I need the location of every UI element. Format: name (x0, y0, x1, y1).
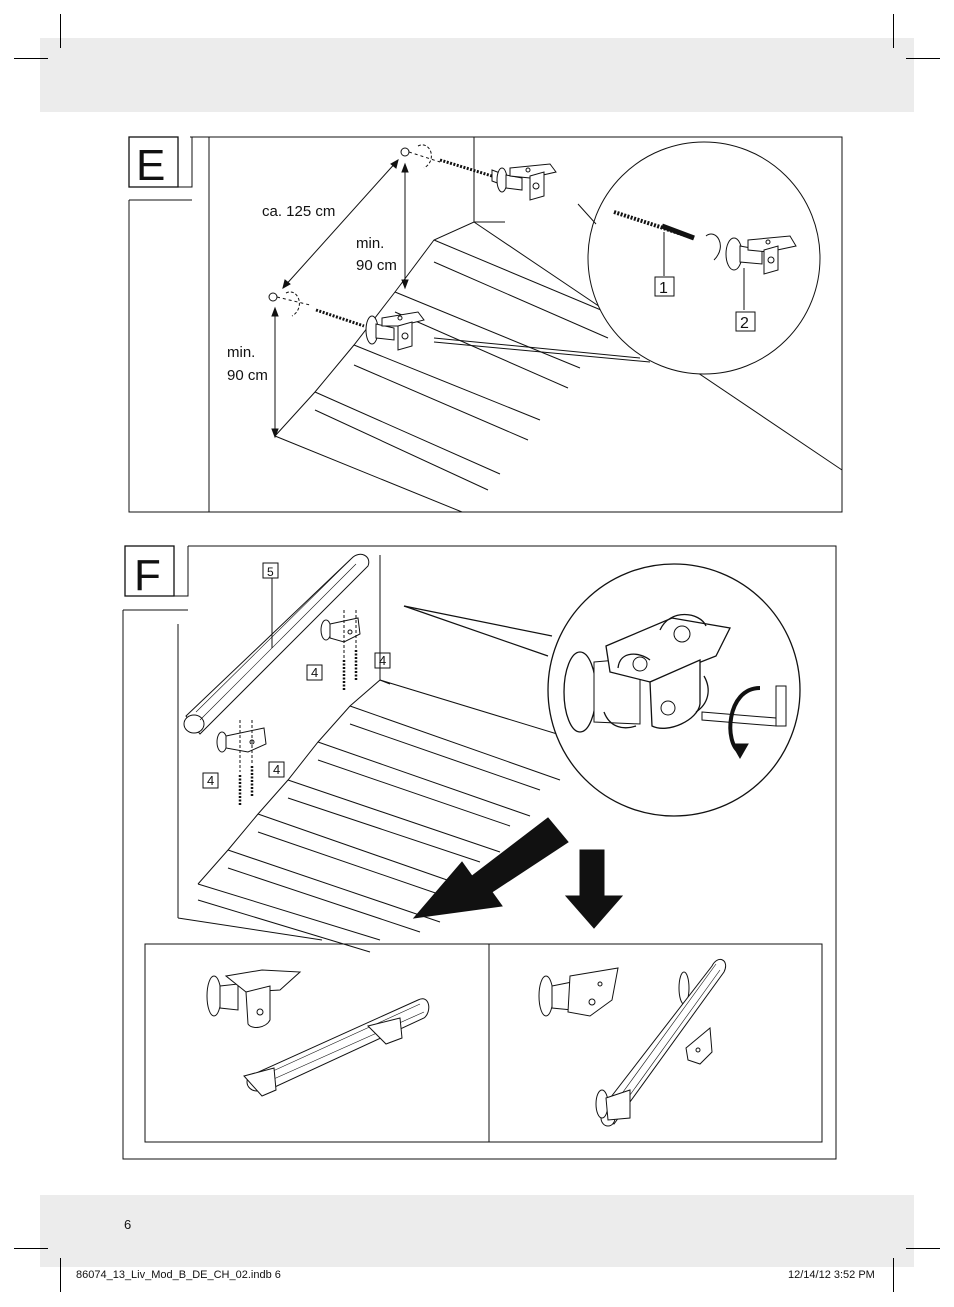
callout-1-label: 1 (659, 280, 668, 297)
rotation-arrow (659, 614, 707, 631)
big-arrow-down (564, 849, 624, 929)
callout-box-5 (262, 562, 279, 579)
rotation-arrow (417, 144, 432, 169)
callout-box-1 (654, 276, 675, 297)
crop-mark (893, 1258, 894, 1292)
panel-e-letter-shadow (178, 137, 193, 188)
panel-e-letter: E (136, 141, 165, 190)
panel-f-letter-shadow (174, 546, 189, 597)
dim-upper-label-line2: 90 cm (356, 257, 397, 274)
callout-2-label: 2 (740, 315, 749, 332)
crop-mark (60, 14, 61, 48)
detail-rotation-arrow (705, 233, 721, 261)
drill-hole-lower (268, 292, 278, 302)
dim-lower-label-line1: min. (227, 344, 255, 361)
callout-4d-label: 4 (273, 762, 280, 777)
big-arrow-diagonal (412, 817, 569, 919)
callout-box-4b (374, 652, 391, 669)
callout-box-4d (268, 761, 285, 778)
bracket-upper (496, 163, 557, 201)
crop-mark (14, 58, 48, 59)
callout-box-2 (735, 311, 756, 332)
dim-diagonal (282, 159, 399, 289)
callout-box-4c (202, 772, 219, 789)
crop-mark (60, 1258, 61, 1292)
detail-circle-e (433, 141, 821, 375)
result-box (144, 943, 823, 1143)
panel-e (128, 136, 843, 513)
rotation-arrow (285, 291, 300, 317)
callout-5-label: 5 (267, 565, 274, 579)
crop-mark (893, 14, 894, 48)
panel-f-letter: F (134, 551, 161, 600)
callout-4b-label: 4 (379, 653, 386, 668)
result-left (206, 969, 430, 1097)
footer-band (40, 1195, 914, 1267)
panel-e-frame (128, 136, 843, 513)
detail-circle-f (403, 563, 801, 817)
callout-4c-label: 4 (207, 773, 214, 788)
rotation-arrow (603, 711, 637, 729)
crop-mark (14, 1248, 48, 1249)
header-band (40, 38, 914, 112)
staircase-f (177, 555, 591, 953)
bracket-lower (365, 311, 425, 351)
rotation-arrow (617, 653, 651, 669)
callout-4a-label: 4 (311, 665, 318, 680)
dimension-lines (271, 158, 409, 439)
dim-upper-label-line1: min. (356, 235, 384, 252)
detail-bracket-plate (563, 651, 597, 733)
page-number: 6 (124, 1217, 132, 1232)
panel-e-letter-box (128, 136, 179, 188)
handrail-wood (183, 553, 370, 735)
panel-f-frame (122, 545, 837, 1160)
dim-lower-label-line2: 90 cm (227, 367, 268, 384)
slug-date: 12/14/12 3:52 PM (788, 1269, 875, 1281)
crop-mark (906, 58, 940, 59)
rotation-arrow (695, 675, 709, 713)
drill-hole-upper (400, 147, 410, 157)
panel-f-letter-box (124, 545, 175, 597)
screw-lower (315, 308, 365, 328)
bracket-f-lower (216, 727, 267, 753)
callout-box-4a (306, 664, 323, 681)
screw-upper (439, 158, 501, 185)
result-right (538, 958, 726, 1127)
panel-f (122, 545, 837, 1160)
slug-file-name: 86074_13_Liv_Mod_B_DE_CH_02.indb 6 (76, 1269, 281, 1281)
crop-mark (906, 1248, 940, 1249)
staircase-e (274, 137, 843, 513)
dim-diagonal-label: ca. 125 cm (262, 203, 335, 220)
bracket-f-upper (320, 617, 361, 643)
